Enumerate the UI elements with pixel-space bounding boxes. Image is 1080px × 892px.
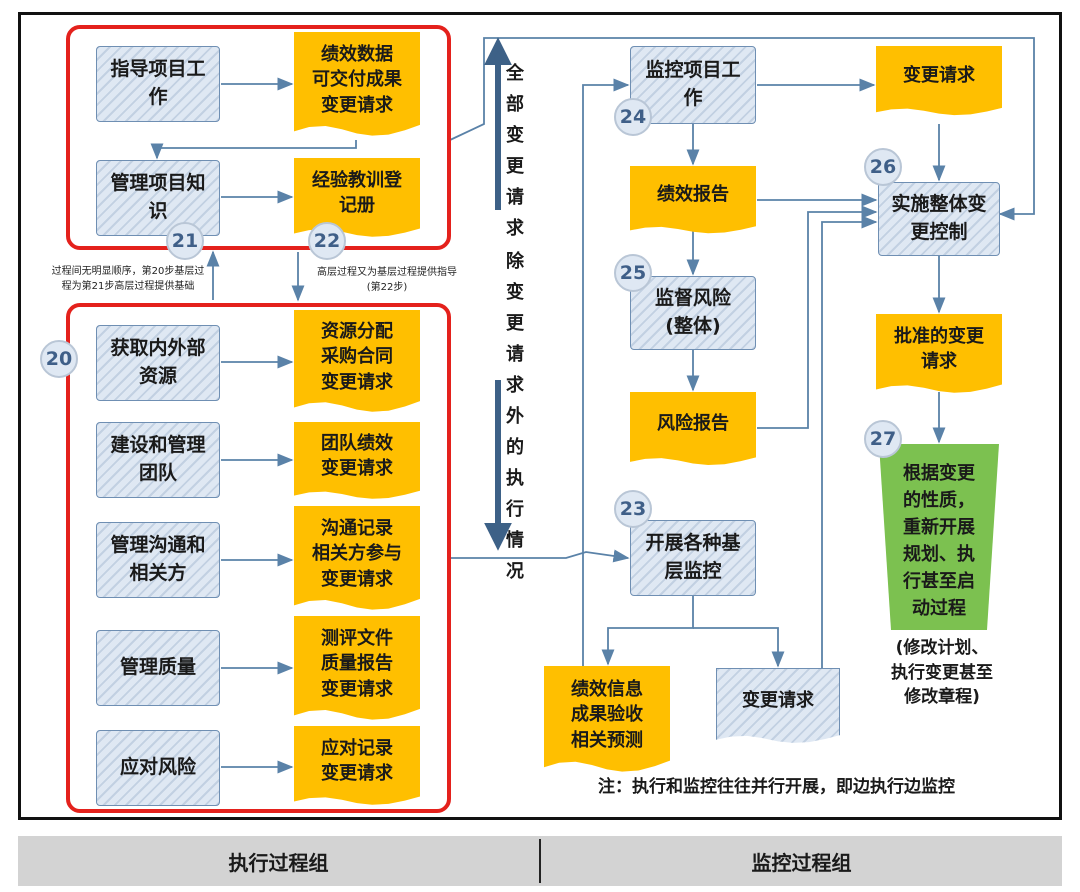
process-develop-team[interactable]: 建设和管理 团队 <box>96 422 220 498</box>
note-step-21: 过程间无明显顺序，第20步基层过 程为第21步高层过程提供基础 <box>38 265 218 294</box>
vchar: 变 <box>506 282 524 303</box>
vertical-label-all-changes: 全 部 变 更 请 求 <box>503 58 527 244</box>
doc-risk-response-outputs: 应对记录 变更请求 <box>294 726 420 805</box>
vchar: 外 <box>506 406 524 427</box>
process-respond-risks[interactable]: 应对风险 <box>96 730 220 806</box>
arrow-basic-to-perfinfo <box>601 596 694 666</box>
parallel-note: 注：执行和监控往往并行开展，即边执行边监控 <box>598 777 955 797</box>
process-manage-communications[interactable]: 管理沟通和 相关方 <box>96 522 220 598</box>
process-integrated-change-control[interactable]: 实施整体变 更控制 <box>878 182 1000 256</box>
doc-approved-change-requests: 批准的变更 请求 <box>876 314 1002 393</box>
arrow-perfinfo-to-monitor <box>582 78 630 668</box>
note-step-22: 高层过程又为基层过程提供指导 (第22步) <box>302 266 472 295</box>
vchar: 情 <box>506 530 524 551</box>
process-direct-manage-work[interactable]: 指导项目工 作 <box>96 46 220 122</box>
step-number-24: 24 <box>614 98 652 136</box>
doc-change-request-bottom: 变更请求 <box>716 668 840 743</box>
vchar: 请 <box>506 344 524 365</box>
doc-communication-outputs: 沟通记录 相关方参与 变更请求 <box>294 506 420 610</box>
process-manage-quality[interactable]: 管理质量 <box>96 630 220 706</box>
arrow-head-down <box>484 523 512 551</box>
note-step-21-line2: 程为第21步高层过程提供基础 <box>61 280 195 292</box>
step-number-26: 26 <box>864 148 902 186</box>
diagram-frame <box>18 12 1062 820</box>
execution-basic-group <box>66 303 451 813</box>
vchar: 况 <box>506 561 524 582</box>
vchar: 变 <box>506 125 524 146</box>
arrow-bottomchange-to-icc <box>821 215 878 678</box>
arrow-basic-to-change <box>693 627 785 668</box>
vchar: 执 <box>506 468 524 489</box>
footer-bar: 执行过程组 监控过程组 <box>18 836 1062 886</box>
process-acquire-resources[interactable]: 获取内外部 资源 <box>96 325 220 401</box>
step-number-23: 23 <box>614 490 652 528</box>
vchar: 请 <box>506 187 524 208</box>
doc-risk-report: 风险报告 <box>630 392 756 465</box>
step-number-21: 21 <box>166 222 204 260</box>
doc-work-performance-info: 绩效信息 成果验收 相关预测 <box>544 666 670 772</box>
doc-performance-report: 绩效报告 <box>630 166 756 234</box>
replan-funnel: 根据变更 的性质， 重新开展 规划、执 行甚至启 动过程 <box>879 444 999 630</box>
arrow-head-up <box>484 37 512 65</box>
vchar: 更 <box>506 313 524 334</box>
step-number-27: 27 <box>864 420 902 458</box>
doc-resource-outputs: 资源分配 采购合同 变更请求 <box>294 310 420 412</box>
vertical-label-except-changes: 除 变 更 请 求 外 的 执 行 情 况 <box>503 246 527 587</box>
vchar: 求 <box>506 375 524 396</box>
vchar: 全 <box>506 63 524 84</box>
vchar: 部 <box>506 94 524 115</box>
doc-performance-data: 绩效数据 可交付成果 变更请求 <box>294 32 420 136</box>
arrow-exec-to-change-control <box>449 37 1035 221</box>
process-manage-knowledge[interactable]: 管理项目知 识 <box>96 160 220 236</box>
note-step-22-line2: (第22步) <box>366 281 408 293</box>
vchar: 行 <box>506 499 524 520</box>
replan-parenthetical: (修改计划、 执行变更甚至 修改章程) <box>891 638 993 708</box>
step-number-22: 22 <box>308 222 346 260</box>
step-number-25: 25 <box>614 254 652 292</box>
doc-change-request-top: 变更请求 <box>876 46 1002 116</box>
vchar: 的 <box>506 437 524 458</box>
footer-monitoring-group: 监控过程组 <box>751 850 852 875</box>
vchar: 除 <box>506 251 524 272</box>
footer-execution-group: 执行过程组 <box>228 850 329 875</box>
process-basic-monitoring[interactable]: 开展各种基 层监控 <box>630 520 756 596</box>
vchar: 更 <box>506 156 524 177</box>
vchar: 求 <box>506 218 524 239</box>
footer-divider <box>539 839 541 883</box>
doc-team-outputs: 团队绩效 变更请求 <box>294 422 420 499</box>
arrow-riskreport-to-icc <box>757 205 878 429</box>
step-number-20: 20 <box>40 340 78 378</box>
doc-lessons-register: 经验教训登 记册 <box>294 158 420 237</box>
arrow-perfdata-to-knowledge <box>150 140 357 160</box>
process-monitor-risks[interactable]: 监督风险 (整体) <box>630 276 756 350</box>
note-step-22-line1: 高层过程又为基层过程提供指导 <box>317 267 457 278</box>
execution-high-level-group <box>66 25 451 250</box>
doc-quality-outputs: 测评文件 质量报告 变更请求 <box>294 616 420 720</box>
arrow-exec-to-basic-monitoring <box>450 549 630 563</box>
note-step-21-line1: 过程间无明显顺序，第20步基层过 <box>51 266 205 277</box>
